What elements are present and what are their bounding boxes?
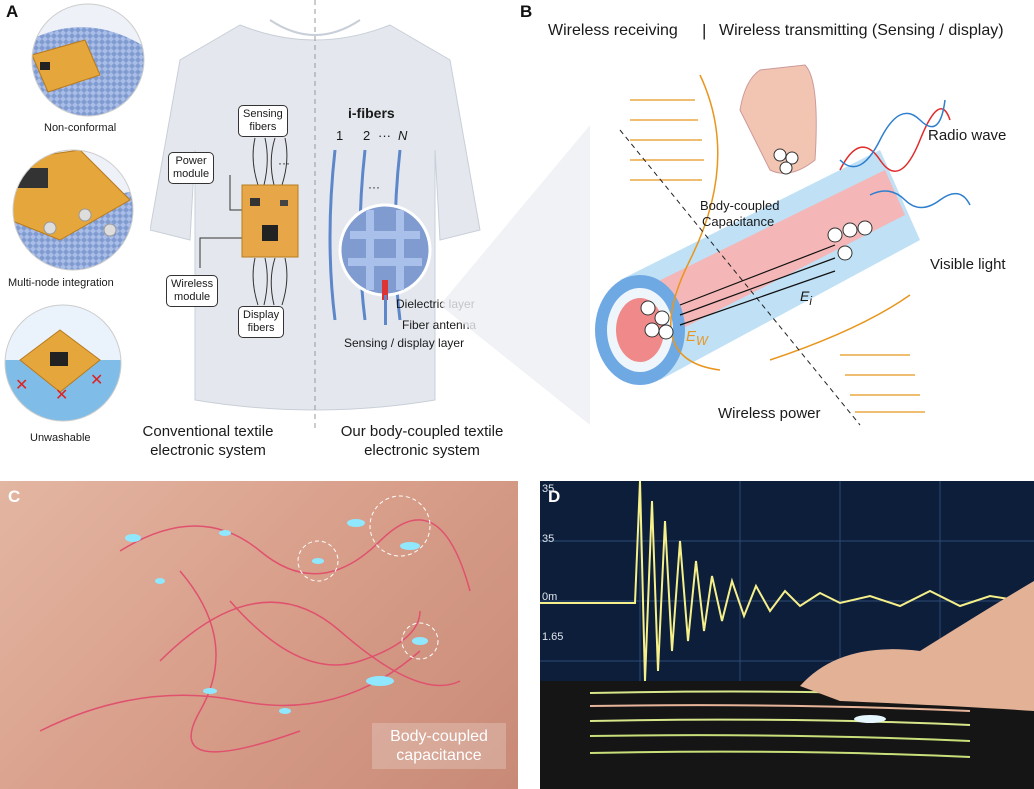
panel-c-label: C: [8, 487, 21, 506]
fiber-diagram: [440, 64, 971, 426]
panel-c-caption: Body-coupled capacitance: [372, 723, 506, 769]
body-coupled-label-2: Capacitance: [702, 214, 775, 229]
sensing-display-layer-label: Sensing / display layer: [344, 336, 465, 350]
oscilloscope-and-fibers: [540, 481, 1034, 789]
e-w-label: EW: [686, 328, 708, 348]
svg-text:✕: ✕: [15, 377, 28, 394]
non-conformal-label: Non-conformal: [44, 122, 117, 134]
caption-ours: Our body-coupled textile electronic syst…: [322, 422, 522, 460]
sensing-dots: ···: [278, 156, 290, 170]
scope-tick-4: 1.65: [542, 631, 564, 643]
panel-d-photo: D 35 35 0m 1.65: [540, 481, 1034, 789]
radio-wave-label: Radio wave: [928, 127, 1007, 144]
caption-ours-line2: electronic system: [364, 442, 480, 459]
glowing-fibers: [39, 495, 471, 753]
fiber-number-n: N: [398, 128, 408, 143]
svg-text:✕: ✕: [90, 372, 103, 389]
ifibers-title: i-fibers: [348, 105, 395, 121]
e-i-symbol: E: [800, 288, 810, 304]
e-i-subscript: i: [809, 294, 812, 308]
e-w-symbol: E: [686, 328, 697, 345]
multi-node-label: Multi-node integration: [8, 277, 114, 289]
scope-tick-1: 35: [542, 483, 555, 495]
fiber-number-1: 1: [336, 128, 344, 143]
unwashable-label: Unwashable: [30, 432, 91, 444]
caption-ours-line1: Our body-coupled textile: [340, 423, 504, 440]
visible-light-label: Visible light: [930, 256, 1006, 273]
scope-tick-2: 35: [542, 533, 555, 545]
header-wireless-transmitting: Wireless transmitting (Sensing / display…: [719, 22, 1004, 39]
panel-b-label: B: [520, 2, 533, 21]
scope-tick-3: 0m: [542, 591, 558, 603]
svg-text:✕: ✕: [55, 387, 68, 404]
multi-node-illustration: [13, 150, 133, 270]
header-separator: |: [702, 21, 707, 40]
fiber-antenna-label: Fiber antenna: [402, 318, 477, 332]
body-coupled-label-1: Body-coupled: [700, 198, 780, 213]
e-i-label: Ei: [800, 288, 812, 308]
header-wireless-receiving: Wireless receiving: [548, 22, 678, 39]
panel-c-caption-line2: capacitance: [396, 747, 482, 764]
caption-conventional-line2: electronic system: [150, 442, 266, 459]
unwashable-illustration: ✕ ✕ ✕: [5, 305, 121, 421]
wireless-power-label: Wireless power: [718, 405, 821, 422]
panel-d-label: D: [548, 487, 561, 506]
caption-conventional: Conventional textile electronic system: [128, 422, 288, 460]
panel-c-caption-line1: Body-coupled: [390, 728, 488, 745]
caption-conventional-line1: Conventional textile: [142, 423, 274, 440]
non-conformal-illustration: [32, 4, 144, 116]
fiber-number-2: 2: [363, 128, 371, 143]
fiber-number-dots: ···: [378, 128, 391, 143]
panel-a-label: A: [6, 2, 19, 21]
ifibers-dots: ···: [368, 180, 380, 194]
panel-c-photo: C Body-coupled capacitance: [0, 481, 518, 789]
circle-illustrations: ✕ ✕ ✕: [4, 3, 145, 422]
tshirt-illustration: [150, 0, 481, 430]
e-w-subscript: W: [696, 334, 708, 348]
